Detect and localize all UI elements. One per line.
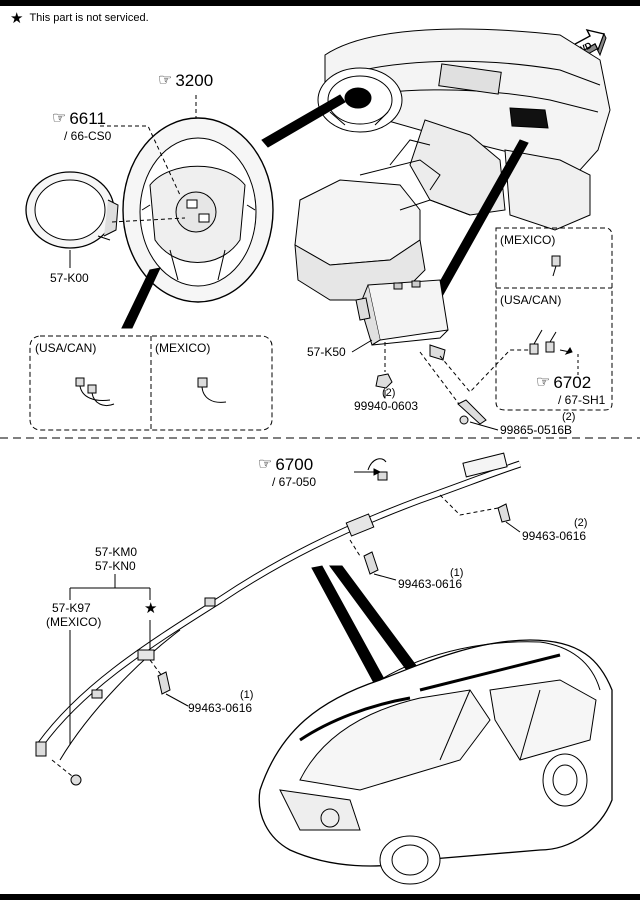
steering-wheel-drawing	[122, 117, 274, 303]
callout-wedge-top	[261, 94, 346, 148]
passenger-airbag-leader	[351, 339, 373, 353]
ref-curtain-connector-sub: / 67-050	[272, 475, 317, 489]
passenger-mexico-title: (MEXICO)	[500, 233, 556, 247]
star-icon: ★	[144, 600, 158, 617]
ref-curtain-connector-code: 6700	[275, 455, 314, 474]
driver-variant-box	[29, 335, 273, 431]
curtain-bolt-right-qty: (2)	[574, 517, 588, 529]
passenger-leaders	[384, 342, 536, 409]
curtain-connector-icon	[354, 458, 388, 481]
driver-mexico-title: (MEXICO)	[155, 341, 211, 355]
nut-qty: (2)	[382, 387, 396, 399]
passenger-airbag-drawing	[355, 279, 449, 361]
ref-horn-pad-code: 6611	[69, 109, 106, 128]
ref-horn-pad[interactable]: ☞ 6611	[52, 110, 106, 128]
ref-curtain-connector[interactable]: ☞ 6700	[258, 456, 313, 474]
part-curtain-mexico-note: (MEXICO)	[46, 615, 102, 629]
part-curtain-a[interactable]: 57-KM0	[95, 545, 138, 559]
part-curtain-bolt-right[interactable]: 99463-0616	[522, 529, 587, 543]
dashboard-drawing	[294, 28, 611, 301]
part-curtain-b[interactable]: 57-KN0	[95, 559, 136, 573]
curtain-bolt-left-drawing	[157, 671, 171, 695]
car-drawing	[258, 639, 613, 885]
pointing-hand-icon: ☞	[158, 72, 173, 89]
nut-drawing	[375, 373, 393, 389]
curtain-label-bracket	[69, 574, 151, 745]
pointing-hand-icon: ☞	[52, 110, 67, 127]
curtain-bolt-left-qty: (1)	[240, 689, 254, 701]
pointing-hand-icon: ☞	[258, 456, 273, 473]
ref-horn-pad-sub: / 66-CS0	[64, 129, 112, 143]
driver-usa-title: (USA/CAN)	[35, 341, 97, 355]
ref-passenger-connector[interactable]: ☞ 6702	[536, 374, 591, 392]
ref-steering-wheel-code: 3200	[175, 71, 214, 90]
driver-usa-connector-icon	[75, 377, 115, 407]
curtain-bolt-mid-drawing	[363, 551, 379, 575]
steering-leaders	[100, 95, 197, 223]
part-curtain-bolt-mid[interactable]: 99463-0616	[398, 577, 463, 591]
part-curtain-bolt-left[interactable]: 99463-0616	[188, 701, 253, 715]
curtain-bolt-right-drawing	[497, 503, 511, 523]
curtain-airbag-drawing	[35, 452, 522, 786]
passenger-usa-title: (USA/CAN)	[500, 293, 562, 307]
legend-text: This part is not serviced.	[29, 12, 149, 24]
part-nut[interactable]: 99940-0603	[354, 399, 419, 413]
passenger-bolt-qty: (2)	[562, 411, 576, 423]
driver-mexico-connector-icon	[197, 377, 227, 403]
curtain-leaders	[51, 494, 499, 777]
passenger-mexico-connector-icon	[551, 255, 561, 277]
bottom-border	[0, 894, 640, 900]
top-border	[0, 0, 640, 6]
legend-note: ★ This part is not serviced.	[10, 9, 149, 27]
ref-passenger-connector-code: 6702	[553, 373, 592, 392]
ref-steering-wheel[interactable]: ☞ 3200	[158, 72, 213, 90]
passenger-bolt-drawing	[457, 399, 487, 425]
part-driver-airbag[interactable]: 57-K00	[50, 271, 89, 285]
part-curtain-mexico[interactable]: 57-K97	[52, 601, 91, 615]
driver-airbag-drawing	[25, 171, 119, 249]
ref-passenger-connector-sub: / 67-SH1	[558, 393, 606, 407]
part-passenger-airbag[interactable]: 57-K50	[307, 345, 346, 359]
passenger-usa-connector-icon	[529, 329, 573, 355]
curtain-bolt-mid-qty: (1)	[450, 567, 464, 579]
pointing-hand-icon: ☞	[536, 374, 551, 391]
star-icon: ★	[10, 9, 24, 27]
callout-wedge-wheel	[121, 267, 161, 329]
part-passenger-bolt[interactable]: 99865-0516B	[500, 423, 573, 437]
passenger-variant-box	[495, 227, 613, 411]
